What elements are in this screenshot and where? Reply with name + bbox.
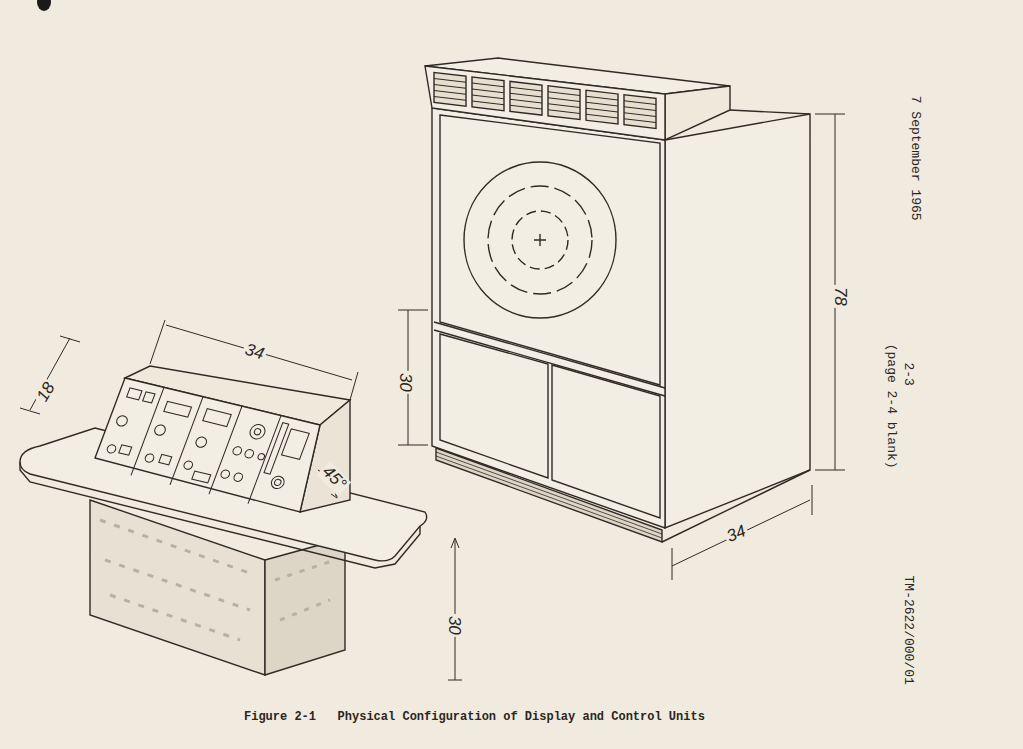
page-note: 7 September 1965: [907, 94, 921, 223]
page-note: 2-3: [901, 360, 915, 387]
control-console: [20, 320, 462, 680]
dimension-label: 30: [444, 614, 463, 637]
ink-blot: [37, 0, 51, 11]
display-cabinet: [398, 58, 845, 580]
dimension-label: 18: [32, 377, 60, 406]
dimension-label: 30: [395, 371, 414, 394]
dimension-label: 34: [722, 521, 750, 547]
dimension-label: 34: [240, 340, 267, 365]
figure-caption: Figure 2-1 Physical Configuration of Dis…: [244, 710, 705, 724]
dimension-label: 78: [830, 285, 849, 308]
page-note: (page 2-4 blank): [883, 342, 897, 471]
page-note: TM-2622/000/01: [901, 573, 915, 686]
